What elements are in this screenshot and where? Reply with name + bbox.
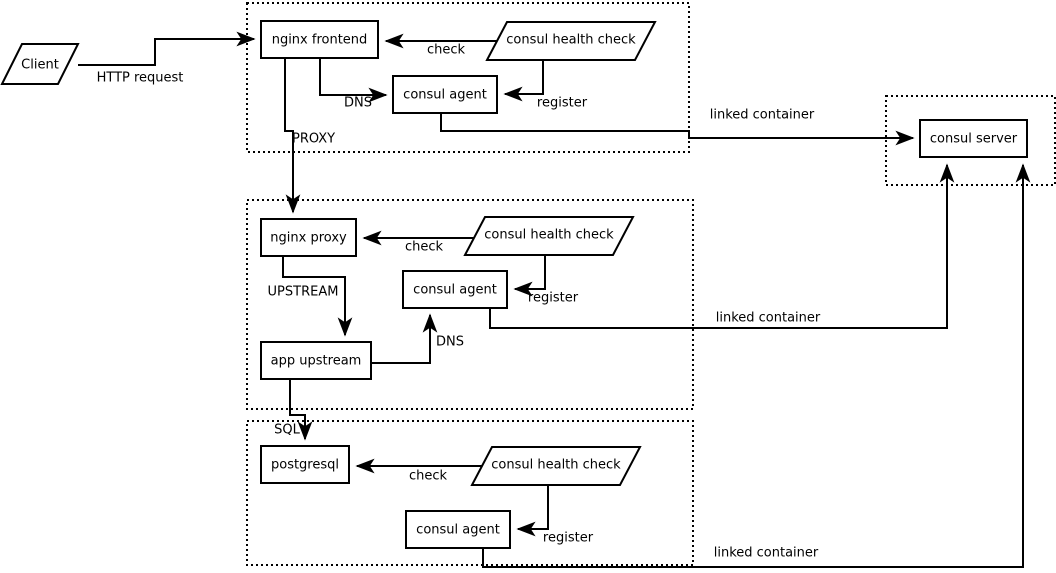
edge-label-dns-app: DNS (436, 335, 464, 350)
edge-label-http-request: HTTP request (97, 71, 184, 86)
edge-label-proxy: PROXY (292, 132, 335, 147)
consul-health-check-frontend-label: consul health check (506, 33, 636, 48)
edge-client-to-frontend (78, 31, 256, 66)
consul-health-check-db-shape (470, 446, 642, 486)
edge-agent-bot-to-server (482, 163, 1031, 568)
edge-label-check-app: check (405, 240, 444, 255)
edge-agent-top-to-server (440, 113, 915, 146)
edge-agent-mid-to-server (489, 163, 955, 329)
node-consul-health-check-app[interactable]: consul health check (463, 216, 635, 256)
consul-health-check-app-shape (463, 216, 635, 256)
client-shape (0, 43, 80, 85)
node-postgresql[interactable]: postgresql (260, 445, 350, 484)
edge-label-linked-container-frontend: linked container (710, 108, 815, 123)
edge-label-register-app: register (528, 291, 579, 306)
edge-label-sql: SQL (274, 423, 300, 438)
consul-health-check-app-label: consul health check (484, 228, 614, 243)
edge-label-dns-frontend: DNS (344, 96, 372, 111)
consul-health-check-frontend-shape (485, 21, 657, 61)
nginx-proxy-shape (260, 218, 357, 257)
edge-frontend-to-agent-top (319, 58, 388, 103)
nginx-frontend-shape (260, 20, 379, 59)
edge-frontend-to-proxy (284, 58, 301, 214)
node-client[interactable]: Client (0, 43, 80, 85)
app-upstream-shape (260, 341, 372, 380)
edge-chc-top-to-agent-top (503, 60, 544, 102)
app-upstream-label: app upstream (271, 354, 362, 369)
node-nginx-frontend[interactable]: nginx frontend (260, 20, 379, 59)
edge-label-upstream: UPSTREAM (268, 285, 339, 300)
consul-server-label: consul server (930, 132, 1018, 147)
consul-server-shape (919, 119, 1028, 158)
node-consul-agent-frontend[interactable]: consul agent (392, 75, 498, 114)
postgresql-label: postgresql (271, 458, 339, 473)
consul-agent-app-shape (402, 270, 508, 309)
app-container (246, 199, 694, 410)
edge-label-linked-container-db: linked container (714, 546, 819, 561)
edge-chc-mid-to-agent-mid (513, 255, 546, 297)
node-consul-server[interactable]: consul server (919, 119, 1028, 158)
node-consul-agent-app[interactable]: consul agent (402, 270, 508, 309)
edge-label-register-frontend: register (537, 96, 588, 111)
nginx-frontend-label: nginx frontend (272, 33, 368, 48)
consul-health-check-db-label: consul health check (491, 458, 621, 473)
frontend-container (246, 2, 690, 153)
edge-label-linked-container-app: linked container (716, 311, 821, 326)
consul-agent-frontend-shape (392, 75, 498, 114)
consul-agent-db-label: consul agent (416, 523, 500, 538)
server-container (885, 95, 1056, 186)
edge-label-check-frontend: check (427, 43, 466, 58)
consul-agent-db-shape (405, 510, 511, 549)
edge-proxy-to-upstream (282, 256, 353, 337)
node-consul-health-check-frontend[interactable]: consul health check (485, 21, 657, 61)
node-nginx-proxy[interactable]: nginx proxy (260, 218, 357, 257)
node-consul-agent-db[interactable]: consul agent (405, 510, 511, 549)
client-label: Client (21, 58, 59, 73)
consul-agent-app-label: consul agent (413, 283, 497, 298)
edge-label-check-db: check (409, 469, 448, 484)
edge-upstream-to-agent-mid (371, 313, 438, 364)
consul-agent-frontend-label: consul agent (403, 88, 487, 103)
node-app-upstream[interactable]: app upstream (260, 341, 372, 380)
postgresql-shape (260, 445, 350, 484)
edge-upstream-to-postgres (289, 379, 313, 441)
node-consul-health-check-db[interactable]: consul health check (470, 446, 642, 486)
edge-label-register-db: register (543, 531, 594, 546)
edge-chc-bot-to-agent-bot (516, 485, 549, 537)
nginx-proxy-label: nginx proxy (270, 231, 347, 246)
